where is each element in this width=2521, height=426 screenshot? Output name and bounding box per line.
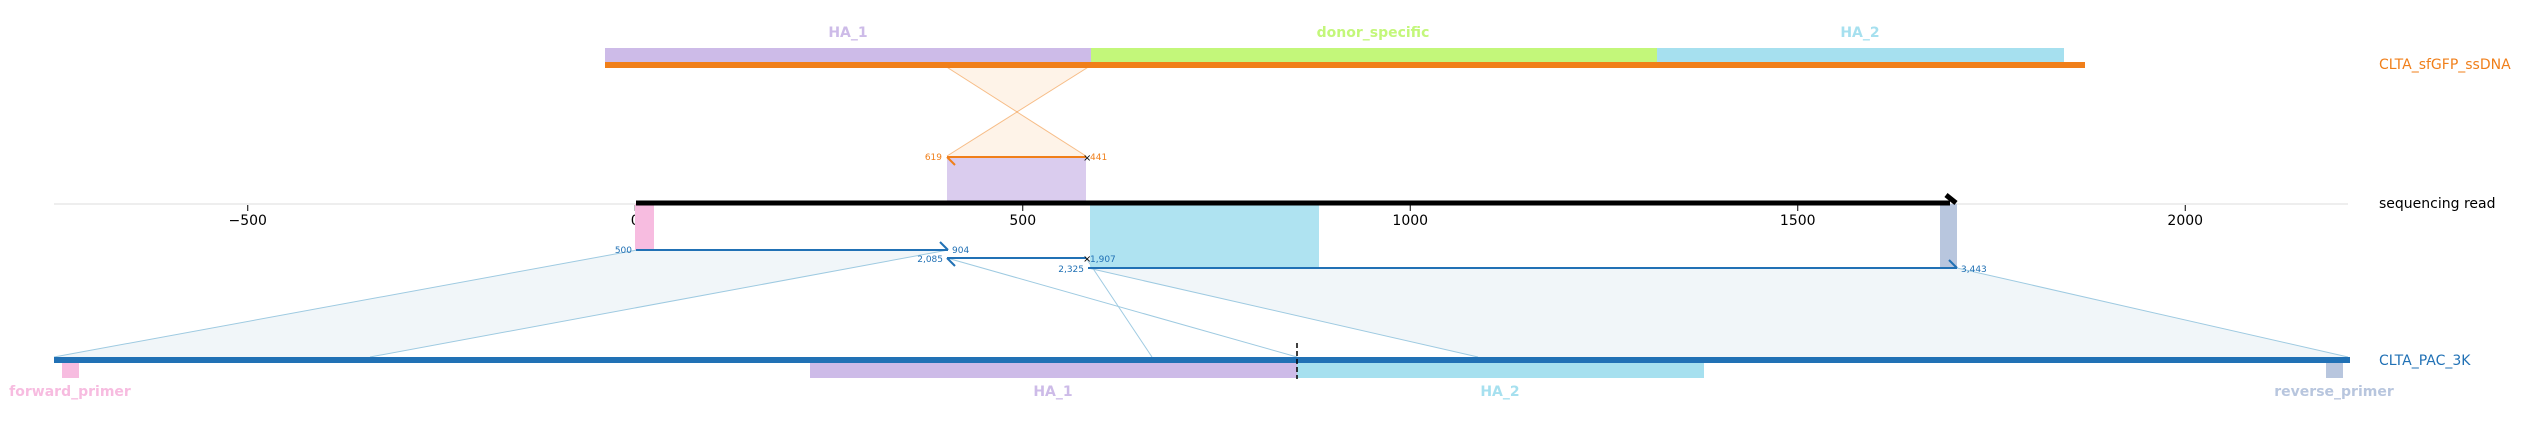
donor-track-name: CLTA_sfGFP_ssDNA [2379, 57, 2511, 73]
ref-alignment-3-end-label: 3,443 [1961, 265, 1987, 275]
ref-connector-1 [54, 250, 948, 357]
ref-alignment-2-end-mark: × [1083, 254, 1091, 265]
read-track-name: sequencing read [2379, 196, 2495, 212]
ref-feature-reverse-primer [2326, 363, 2343, 378]
ref-connector-3-right [1956, 267, 2349, 358]
donor-alignment-start-label: 619 [925, 153, 942, 163]
ref-connector-3 [1088, 268, 2348, 357]
ref-alignment-3-start-label: 2,325 [1058, 265, 1084, 275]
read-axis-tick-label: −500 [229, 213, 267, 229]
ref-feature-label-ha2: HA_2 [1480, 384, 1519, 400]
ref-feature-label-reverse-primer: reverse_primer [2274, 384, 2394, 400]
ref-alignment-2-start-tick [946, 257, 956, 267]
donor-feature-label-ha2: HA_2 [1840, 25, 1879, 41]
donor-feature-donor-specific [1091, 48, 1657, 62]
donor-alignment: × 619 441 [925, 153, 1107, 204]
ref-connector-3-left [1087, 267, 1479, 358]
donor-feature-label-donor-specific: donor_specific [1317, 25, 1430, 41]
donor-track: HA_1 donor_specific HA_2 CLTA_sfGFP_ssDN… [605, 25, 2511, 73]
ref-connector-1-right [369, 249, 949, 358]
ref-feature-forward-primer [62, 363, 79, 378]
ref-alignment-2-end-label: 1,907 [1090, 255, 1116, 265]
read-axis-tick-label: 1000 [1392, 213, 1428, 229]
read-axis-tick-label: 2000 [2167, 213, 2203, 229]
ref-feature-label-ha1: HA_1 [1033, 384, 1072, 400]
reference-track-name: CLTA_PAC_3K [2379, 353, 2471, 369]
ref-connector-2-right [1085, 257, 1153, 358]
donor-connector-line-b [946, 65, 1091, 157]
donor-alignment-ha1-block [947, 157, 1086, 204]
connectors-layer [53, 65, 2349, 358]
ref-feature-ha2 [1297, 363, 1704, 378]
ref-alignment-1-start-label: 500 [615, 246, 632, 256]
ref-connector-2-left [946, 257, 1298, 358]
read-axis-tick-label: 1500 [1780, 213, 1816, 229]
donor-feature-ha1 [605, 48, 1091, 62]
read-track: −5000500100015002000 sequencing read [54, 193, 2495, 268]
ref-alignment-3-end-tick [1948, 259, 1958, 269]
ref-alignment-2-start-label: 2,085 [917, 255, 943, 265]
donor-connector-line-a [944, 65, 1087, 157]
reference-alignments: 500 904 × 2,085 1,907 2,325 3,443 [615, 241, 1987, 275]
reference-sequence-line [54, 357, 2350, 363]
donor-alignment-start-tick [946, 156, 956, 166]
ref-feature-label-forward-primer: forward_primer [9, 384, 131, 400]
ref-feature-ha1 [810, 363, 1297, 378]
read-axis-ticks: −5000500100015002000 [229, 205, 2203, 229]
donor-alignment-end-mark: × [1083, 153, 1091, 164]
donor-sequence-line [605, 62, 2085, 68]
read-arrowhead [1944, 193, 1958, 205]
donor-feature-ha2 [1657, 48, 2064, 62]
read-region-reverse-primer [1940, 204, 1957, 268]
ref-connector-1-left [53, 249, 638, 358]
ref-alignment-1-end-label: 904 [952, 246, 969, 256]
donor-alignment-end-label: 441 [1090, 153, 1107, 163]
ref-alignment-1-end-tick [939, 241, 949, 251]
read-region-forward-primer [635, 204, 654, 250]
read-axis-tick-label: 500 [1009, 213, 1036, 229]
read-region-ha2 [1090, 204, 1319, 268]
reference-track: forward_primer HA_1 HA_2 reverse_primer … [9, 343, 2471, 400]
donor-feature-label-ha1: HA_1 [828, 25, 867, 41]
